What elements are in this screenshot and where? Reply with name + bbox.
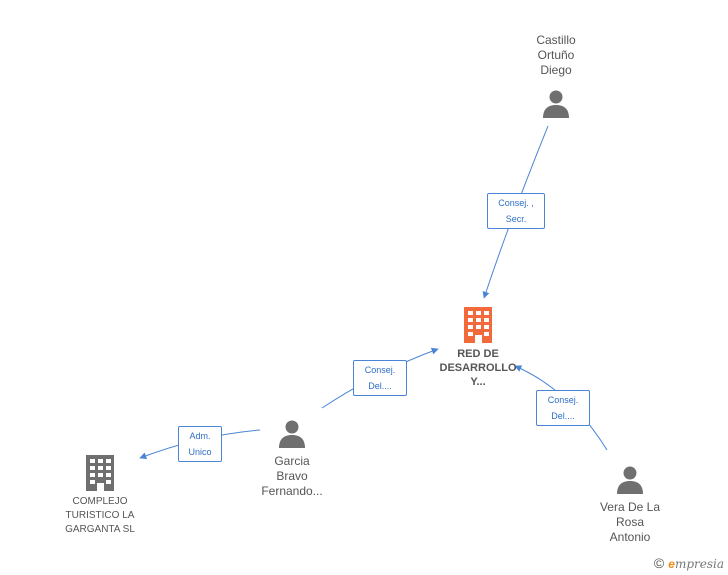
node-label-line: Y... (470, 376, 486, 388)
relation-line: Del.... (551, 411, 575, 421)
building-icon (86, 455, 114, 491)
node-label-line: COMPLEJO (72, 496, 128, 507)
node-label-line: Garcia (274, 454, 310, 468)
node-label-line: Diego (540, 63, 572, 77)
node-label-line: RED DE (457, 348, 499, 360)
relation-label-vera-red[interactable]: Consej. Del.... (536, 390, 590, 426)
copyright-icon: © (653, 555, 665, 571)
node-label-line: Fernando... (261, 484, 323, 498)
node-label-line: GARGANTA SL (65, 524, 135, 535)
person-icon (543, 90, 569, 118)
node-red-desarrollo[interactable]: RED DE DESARROLLO Y... (428, 307, 528, 389)
relation-line: Consej. (364, 365, 396, 375)
brand-logo-text: mpresia (674, 557, 724, 571)
node-label-line: Antonio (609, 530, 651, 544)
node-label-line: DESARROLLO (439, 362, 517, 374)
node-garcia[interactable]: Garcia Bravo Fernando... (252, 418, 332, 499)
relation-line: Secr. (505, 214, 527, 224)
relation-line: Consej. (547, 395, 579, 405)
node-label-line: Bravo (276, 469, 308, 483)
relation-line: Consej. , (498, 198, 534, 208)
person-icon (279, 420, 305, 448)
node-label-line: Rosa (615, 515, 644, 529)
brand-logo-e: e (668, 557, 675, 571)
relation-label-castillo-red[interactable]: Consej. , Secr. (487, 193, 545, 229)
node-label-line: Castillo (536, 33, 576, 47)
person-icon (617, 466, 643, 494)
relation-line: Adm. (189, 431, 211, 441)
copyright-footer: ©empresia (654, 555, 724, 571)
relation-line: Del.... (368, 381, 392, 391)
building-icon (464, 307, 492, 343)
node-castillo[interactable]: Castillo Ortuño Diego (520, 33, 592, 118)
node-label-line: Vera De La (599, 500, 661, 514)
node-complejo[interactable]: COMPLEJO TURISTICO LA GARGANTA SL (48, 455, 152, 537)
node-vera[interactable]: Vera De La Rosa Antonio (592, 464, 668, 545)
relation-label-garcia-complejo[interactable]: Adm. Unico (178, 426, 222, 462)
node-label-line: Ortuño (537, 48, 575, 62)
relation-label-garcia-red[interactable]: Consej. Del.... (353, 360, 407, 396)
node-label-line: TURISTICO LA (65, 510, 135, 521)
relation-line: Unico (188, 447, 212, 457)
